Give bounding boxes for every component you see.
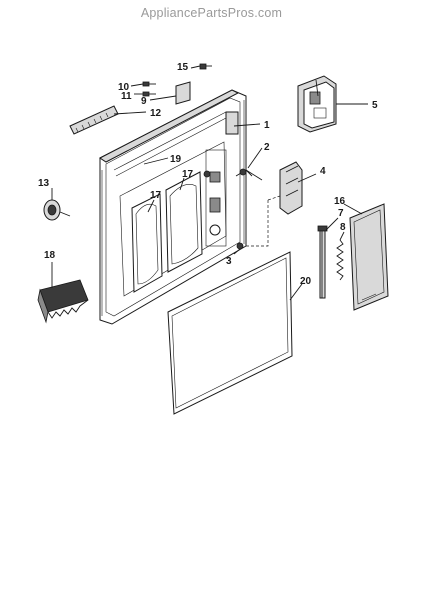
callout-3: 3 <box>226 256 232 267</box>
callout-10: 10 <box>118 82 130 93</box>
callout-5: 5 <box>372 100 378 111</box>
callout-1: 1 <box>264 120 270 131</box>
door-panel-part <box>99 89 247 325</box>
callout-7: 7 <box>338 208 344 219</box>
callout-8: 8 <box>340 222 346 233</box>
callout-4: 4 <box>320 166 326 177</box>
side-panel-part <box>349 203 389 311</box>
callout-17-right: 17 <box>182 169 194 180</box>
rod-part <box>317 225 328 299</box>
latch-part <box>246 161 303 247</box>
hinge-part <box>235 168 263 181</box>
screw-parts <box>142 81 156 97</box>
handle-part <box>37 279 89 324</box>
callout-9: 9 <box>141 96 147 107</box>
callout-15: 15 <box>177 62 189 73</box>
callout-18: 18 <box>44 250 56 261</box>
callout-20: 20 <box>300 276 312 287</box>
callout-labels: 10 15 11 9 12 1 5 2 19 17 17 4 13 16 7 8… <box>38 62 378 287</box>
callout-13: 13 <box>38 178 50 189</box>
inner-panel-part <box>167 251 293 415</box>
knob-part <box>43 199 71 221</box>
callout-12: 12 <box>150 108 162 119</box>
bracket-part <box>175 63 212 105</box>
watermark: AppliancePartsPros.com <box>140 6 283 20</box>
screw-3-part <box>236 242 244 250</box>
callout-17-left: 17 <box>150 190 162 201</box>
leader-lines <box>51 65 368 301</box>
callout-19: 19 <box>170 154 182 165</box>
callout-11: 11 <box>121 91 132 102</box>
spring-part <box>336 239 344 281</box>
dispenser-part <box>297 75 337 133</box>
callout-2: 2 <box>264 142 270 153</box>
vent-grille-part <box>69 105 119 135</box>
callout-16: 16 <box>334 196 346 207</box>
